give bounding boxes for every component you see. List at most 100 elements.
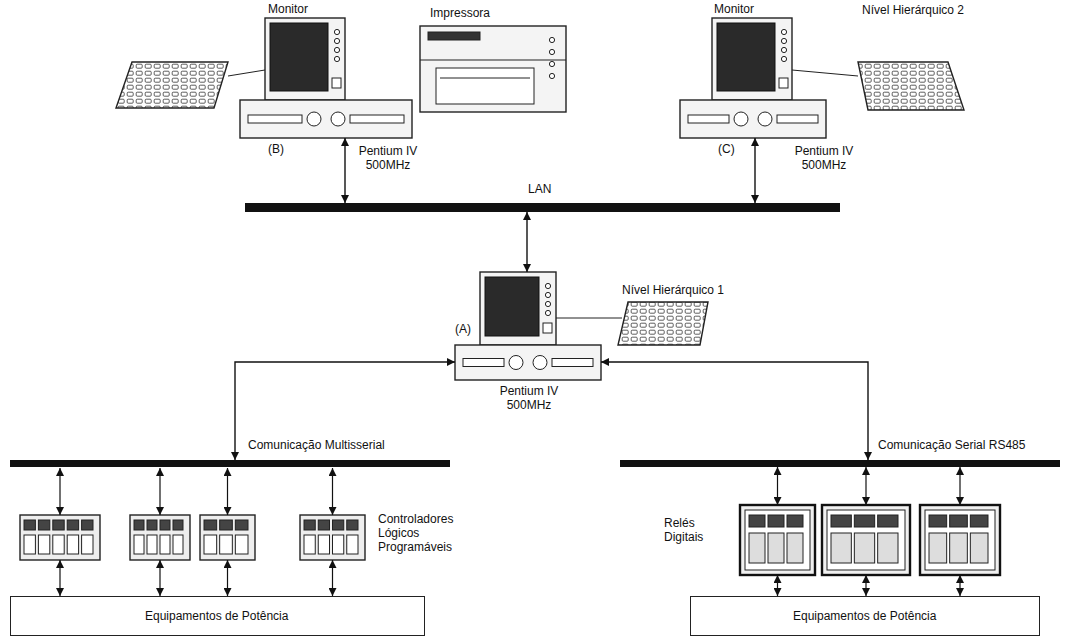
relay-slot bbox=[768, 533, 784, 563]
monitor-case bbox=[265, 18, 345, 100]
cpu-slot bbox=[350, 115, 404, 123]
plc-module bbox=[53, 520, 64, 530]
relay-case bbox=[740, 505, 815, 575]
node-label: Pentium IV 500MHz bbox=[788, 144, 860, 172]
computer-illustration bbox=[455, 272, 601, 380]
relay-slot bbox=[929, 533, 947, 563]
plc-terminal bbox=[318, 535, 329, 554]
relay-case bbox=[822, 505, 910, 575]
serial-bus: Comunicação Serial RS485 bbox=[620, 460, 1060, 467]
monitor-knob bbox=[545, 292, 550, 297]
bus-connector bbox=[235, 362, 455, 460]
plc-illustration bbox=[130, 515, 190, 560]
relay-module bbox=[929, 515, 947, 527]
cpu-drive bbox=[758, 112, 772, 126]
keyboard-illustration bbox=[116, 62, 228, 108]
plc-terminal bbox=[38, 535, 49, 554]
signal-wire bbox=[59, 468, 60, 515]
printer-button bbox=[549, 61, 554, 66]
cpu-drive bbox=[533, 356, 547, 370]
plc-terminal bbox=[333, 535, 344, 554]
box-text: Equipamentos de Potência bbox=[793, 609, 936, 623]
cpu-slot bbox=[552, 359, 593, 367]
bus-label: Comunicação Serial RS485 bbox=[878, 438, 1025, 452]
paper-tray bbox=[436, 68, 534, 104]
keyboard bbox=[858, 62, 964, 110]
signal-wire bbox=[959, 467, 960, 505]
monitor-knob bbox=[545, 301, 550, 306]
plc-terminal bbox=[235, 535, 248, 554]
monitor-switch bbox=[332, 78, 341, 88]
signal-wire bbox=[865, 575, 866, 596]
cpu-case bbox=[455, 345, 601, 380]
plc-module bbox=[333, 520, 344, 530]
relay-slot bbox=[831, 533, 851, 563]
monitor-case bbox=[712, 18, 792, 100]
signal-wire bbox=[959, 575, 960, 596]
relay-slot bbox=[878, 533, 898, 563]
plc-terminal bbox=[160, 535, 170, 554]
paper-slot bbox=[440, 78, 530, 79]
computer-illustration bbox=[680, 18, 826, 138]
plc-module bbox=[134, 520, 144, 530]
cpu-drive bbox=[734, 112, 748, 126]
computer-node: Monitor(B)Pentium IV 500MHz bbox=[240, 18, 412, 138]
plc-module bbox=[304, 520, 315, 530]
equipment-box: Equipamentos de Potência bbox=[10, 596, 425, 636]
bus-label: Comunicação Multisserial bbox=[248, 438, 385, 452]
node-label: Pentium IV 500MHz bbox=[493, 384, 565, 412]
cpu-slot bbox=[463, 359, 504, 367]
monitor-knob bbox=[781, 29, 786, 34]
keyboard-cord bbox=[228, 70, 265, 76]
node-label: (B) bbox=[268, 142, 284, 156]
relay-frame bbox=[925, 510, 995, 570]
keyboard-illustration bbox=[618, 302, 708, 345]
keyboard bbox=[618, 302, 708, 345]
plc-terminal bbox=[53, 535, 64, 554]
plc-module bbox=[220, 520, 233, 530]
signal-wire bbox=[159, 560, 160, 596]
cpu-drive bbox=[331, 112, 345, 126]
plc-terminal bbox=[134, 535, 144, 554]
monitor-knob bbox=[334, 47, 339, 52]
signal-wire bbox=[227, 468, 228, 515]
node-label: Pentium IV 500MHz bbox=[352, 144, 424, 172]
relay-module bbox=[854, 515, 874, 527]
cpu-case bbox=[240, 100, 412, 138]
group-label: Relés Digitais bbox=[664, 516, 724, 544]
monitor-knob bbox=[545, 283, 550, 288]
relay-module bbox=[878, 515, 898, 527]
computer-node: (A)Pentium IV 500MHz bbox=[455, 272, 601, 380]
monitor-knob bbox=[781, 56, 786, 61]
keyboard-illustration bbox=[858, 62, 964, 110]
relay-module bbox=[768, 515, 784, 527]
group-label: Controladores Lógicos Programáveis bbox=[378, 512, 458, 554]
plc-module bbox=[67, 520, 78, 530]
plc-case bbox=[130, 515, 190, 560]
relay-slot bbox=[787, 533, 803, 563]
cpu-case bbox=[680, 100, 826, 138]
computer-node: Monitor(C)Pentium IV 500MHz bbox=[680, 18, 826, 138]
relay-module bbox=[970, 515, 988, 527]
cpu-slot bbox=[688, 115, 729, 123]
monitor-knob bbox=[781, 38, 786, 43]
plc-terminal bbox=[204, 535, 217, 554]
bus-connector bbox=[526, 212, 527, 272]
signal-wire bbox=[227, 560, 228, 596]
node-label: (A) bbox=[455, 322, 471, 336]
monitor-screen bbox=[717, 23, 775, 91]
bus-connector bbox=[344, 138, 345, 203]
node-label: Impressora bbox=[430, 6, 490, 20]
bus-connector bbox=[754, 138, 755, 203]
bus-connector bbox=[601, 362, 868, 460]
plc-case bbox=[200, 515, 255, 560]
printer-edge bbox=[420, 60, 566, 61]
monitor-screen bbox=[270, 23, 328, 91]
relay-slot bbox=[749, 533, 765, 563]
computer-illustration bbox=[240, 18, 412, 138]
printer-panel bbox=[428, 32, 480, 40]
plc-illustration bbox=[20, 515, 100, 560]
